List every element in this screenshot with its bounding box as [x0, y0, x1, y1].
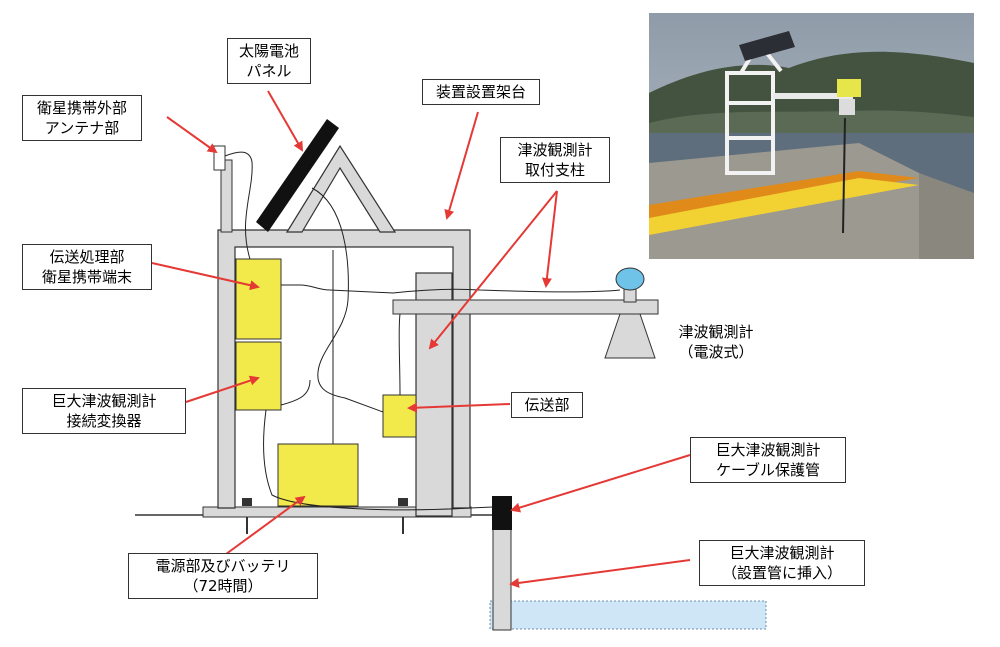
- water-area: [489, 600, 767, 630]
- label-transmission-unit: 伝送処理部衛星携帯端末: [22, 244, 152, 290]
- label-mount-frame: 装置設置架台: [422, 79, 540, 105]
- roof-frame: [285, 144, 397, 233]
- arrow-cable-pipe: [510, 454, 691, 513]
- arrow-mount-frame: [444, 111, 479, 220]
- arrow-solar-panel: [267, 90, 303, 152]
- label-cable-pipe: 巨大津波観測計ケーブル保護管: [690, 437, 846, 483]
- arrow-pole-1: [428, 190, 558, 350]
- label-tsunami-meter-radio: 津波観測計（電波式）: [678, 323, 754, 361]
- label-power-battery: 電源部及びバッテリ（72時間）: [128, 553, 318, 599]
- anchor-bolt-right: [398, 498, 408, 506]
- mount-frame: [217, 229, 471, 509]
- solar-panel: [256, 119, 339, 232]
- power-battery-box: [277, 443, 359, 507]
- satellite-antenna: [213, 145, 226, 171]
- sensor-dome: [615, 267, 645, 291]
- leader-arrows: [151, 90, 691, 588]
- arrow-transmitter: [407, 402, 511, 413]
- converter-box: [235, 341, 282, 411]
- label-inserted-gauge: 巨大津波観測計（設置管に挿入）: [699, 540, 865, 586]
- arrow-converter: [185, 375, 260, 403]
- label-transmitter: 伝送部: [511, 392, 583, 418]
- cable-protection-pipe: [492, 496, 512, 530]
- label-tsunami-pole: 津波観測計取付支柱: [500, 137, 610, 183]
- label-solar-panel: 太陽電池パネル: [227, 38, 311, 84]
- cables: [224, 151, 621, 511]
- transmitter-box: [382, 394, 417, 438]
- arrow-inserted-gauge: [509, 559, 691, 588]
- label-satellite-antenna: 衛星携帯外部アンテナ部: [22, 95, 142, 141]
- anchor-bolt-left: [242, 498, 252, 506]
- arrow-power-battery: [221, 495, 306, 558]
- arrow-satellite-antenna: [166, 116, 218, 154]
- sensor-horn: [604, 313, 656, 359]
- transmission-processing-box: [235, 258, 282, 340]
- site-photo: [649, 13, 974, 259]
- sensor-arm: [392, 299, 659, 315]
- arrow-transmission-unit: [151, 262, 260, 291]
- label-converter: 巨大津波観測計接続変換器: [22, 388, 186, 434]
- arrow-pole-2: [541, 190, 558, 288]
- antenna-mast: [220, 159, 233, 233]
